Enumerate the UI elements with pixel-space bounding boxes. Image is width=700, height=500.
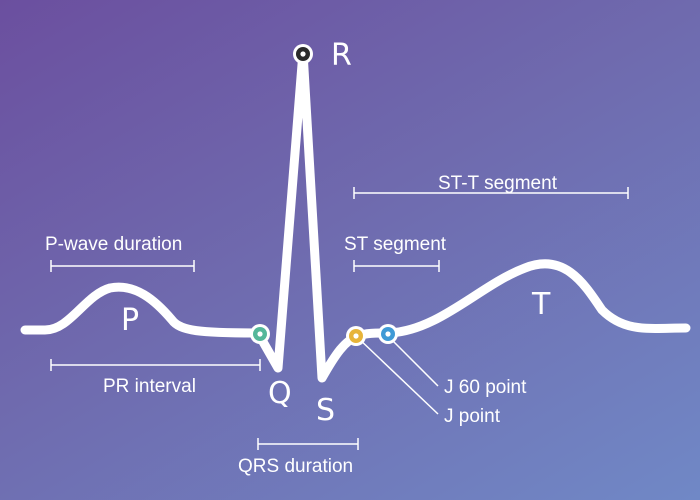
p-wave-duration-label: P-wave duration (45, 234, 182, 255)
r-peak-marker (293, 44, 313, 64)
label-p: P (121, 303, 139, 338)
st-segment-bracket (353, 260, 440, 272)
label-r: R (331, 38, 352, 73)
j60-point-label: J 60 point (444, 377, 527, 398)
j60-point-marker (378, 324, 398, 344)
st-t-segment-label: ST-T segment (438, 173, 558, 194)
label-q: Q (268, 376, 292, 411)
st-t-segment-bracket (353, 187, 629, 199)
p-wave-duration-bracket (50, 260, 195, 272)
pq-junction-marker (250, 324, 270, 344)
label-s: S (316, 393, 335, 428)
pr-interval-bracket (50, 359, 261, 371)
st-segment-label: ST segment (344, 234, 447, 255)
j60-connector-line (387, 335, 439, 387)
qrs-duration-bracket (257, 438, 359, 450)
j-point-label: J point (444, 406, 501, 427)
qrs-duration-label: QRS duration (238, 456, 353, 477)
j-connector-line (355, 335, 439, 415)
label-t: T (531, 287, 551, 322)
j-point-marker (346, 326, 366, 346)
pr-interval-label: PR interval (103, 376, 196, 397)
